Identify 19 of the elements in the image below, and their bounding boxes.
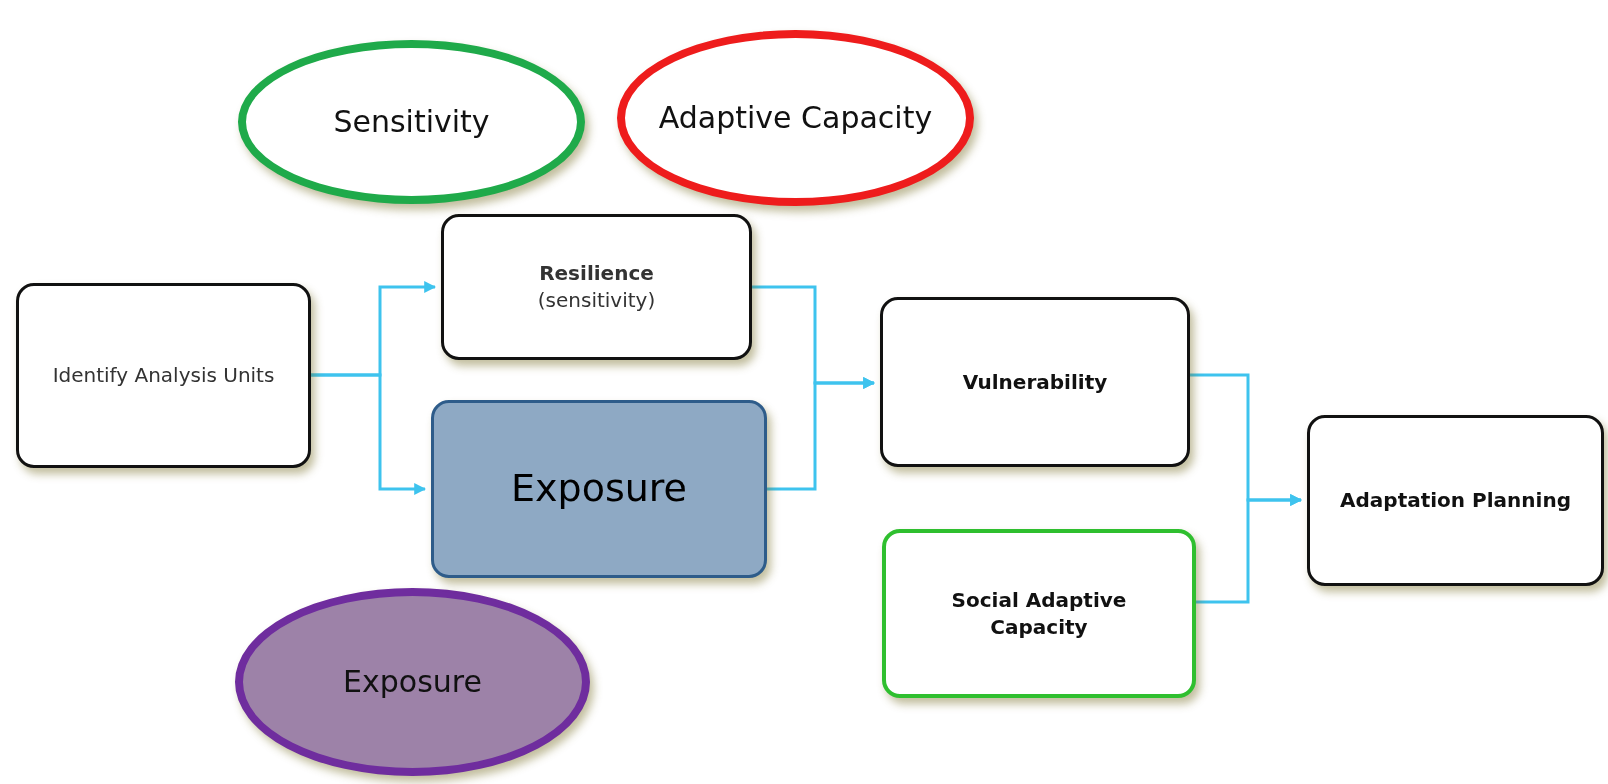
node-label: (sensitivity) bbox=[537, 287, 656, 314]
arrow bbox=[1196, 494, 1303, 604]
arrow bbox=[767, 377, 876, 491]
node-label: Identify Analysis Units bbox=[52, 362, 275, 389]
arrow bbox=[311, 373, 427, 495]
process-box bbox=[882, 529, 1196, 698]
process-box bbox=[1307, 415, 1604, 586]
node-label: Resilience bbox=[539, 260, 654, 287]
node-label: Vulnerability bbox=[962, 368, 1108, 396]
process-box bbox=[880, 297, 1190, 467]
node-label: Social Adaptive Capacity bbox=[950, 586, 1128, 641]
node-label: Sensitivity bbox=[333, 102, 490, 141]
node-label: Adaptive Capacity bbox=[658, 98, 933, 137]
process-box bbox=[431, 400, 767, 578]
node-label: Adaptation Planning bbox=[1340, 487, 1571, 514]
process-box bbox=[16, 283, 311, 468]
node-label: Exposure bbox=[511, 465, 687, 513]
node-label: Exposure bbox=[343, 662, 482, 701]
process-box bbox=[441, 214, 752, 360]
